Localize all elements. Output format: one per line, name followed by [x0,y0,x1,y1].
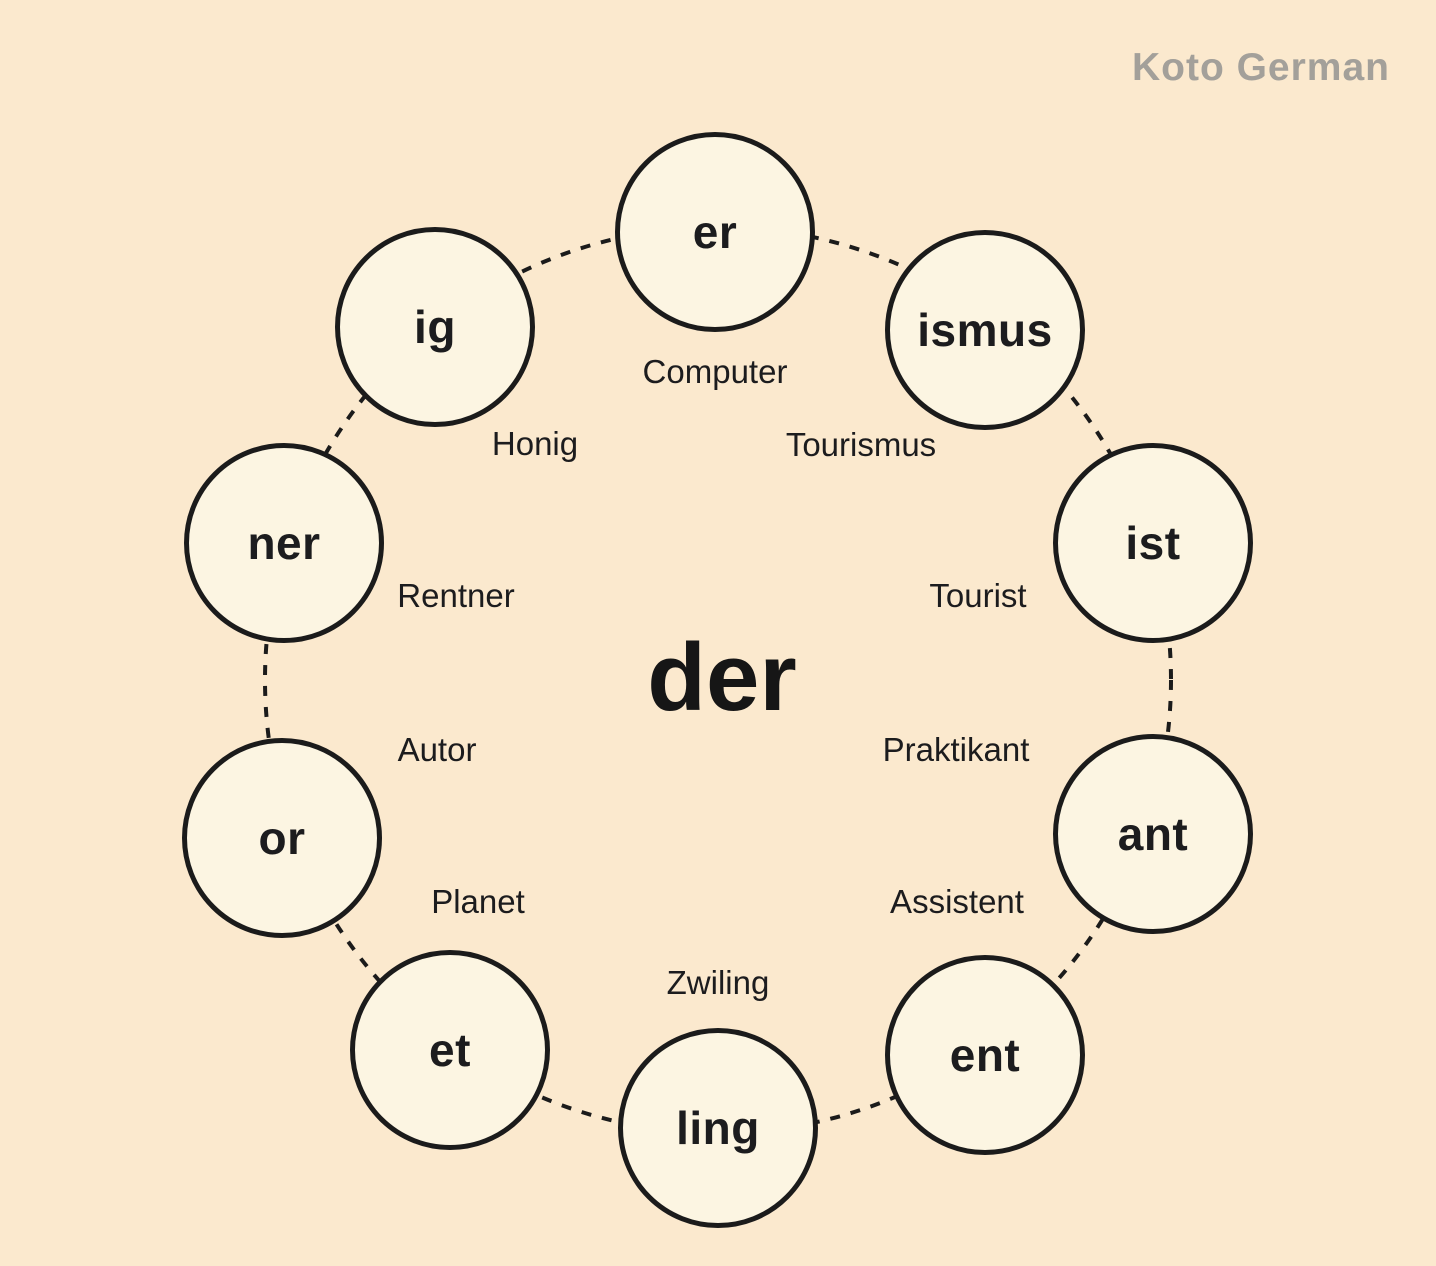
suffix-node-ant: ant [1053,734,1253,934]
suffix-node-ismus: ismus [885,230,1085,430]
suffix-node-er: er [615,132,815,332]
suffix-label: ist [1125,517,1181,569]
koto-german-logo: Koto German [1131,46,1390,89]
example-word-honig: Honig [491,425,579,462]
suffix-label: ismus [917,304,1053,356]
suffix-label: et [429,1024,471,1076]
example-word-tourist: Tourist [929,577,1027,614]
example-word-computer: Computer [642,353,788,390]
example-word-planet: Planet [431,883,525,920]
suffix-node-ner: ner [184,443,384,643]
suffix-label: ling [676,1102,760,1154]
suffix-label: ant [1117,808,1189,860]
suffix-node-ist: ist [1053,443,1253,643]
suffix-label: er [692,206,738,258]
suffix-node-et: et [350,950,550,1150]
suffix-node-ling: ling [618,1028,818,1228]
suffix-node-ig: ig [335,227,535,427]
example-word-zwiling: Zwiling [666,964,770,1001]
suffix-label: or [258,812,306,864]
example-word-rentner: Rentner [397,577,515,614]
suffix-node-or: or [182,738,382,938]
suffix-label: ent [949,1029,1021,1081]
suffix-label: ig [414,301,456,353]
suffix-label: ner [247,517,321,569]
example-word-tourismus: Tourismus [785,426,937,463]
example-word-praktikant: Praktikant [882,731,1030,768]
center-article-der: der [647,624,797,731]
suffix-node-ent: ent [885,955,1085,1155]
example-word-assistent: Assistent [890,883,1024,920]
example-word-autor: Autor [397,731,477,768]
